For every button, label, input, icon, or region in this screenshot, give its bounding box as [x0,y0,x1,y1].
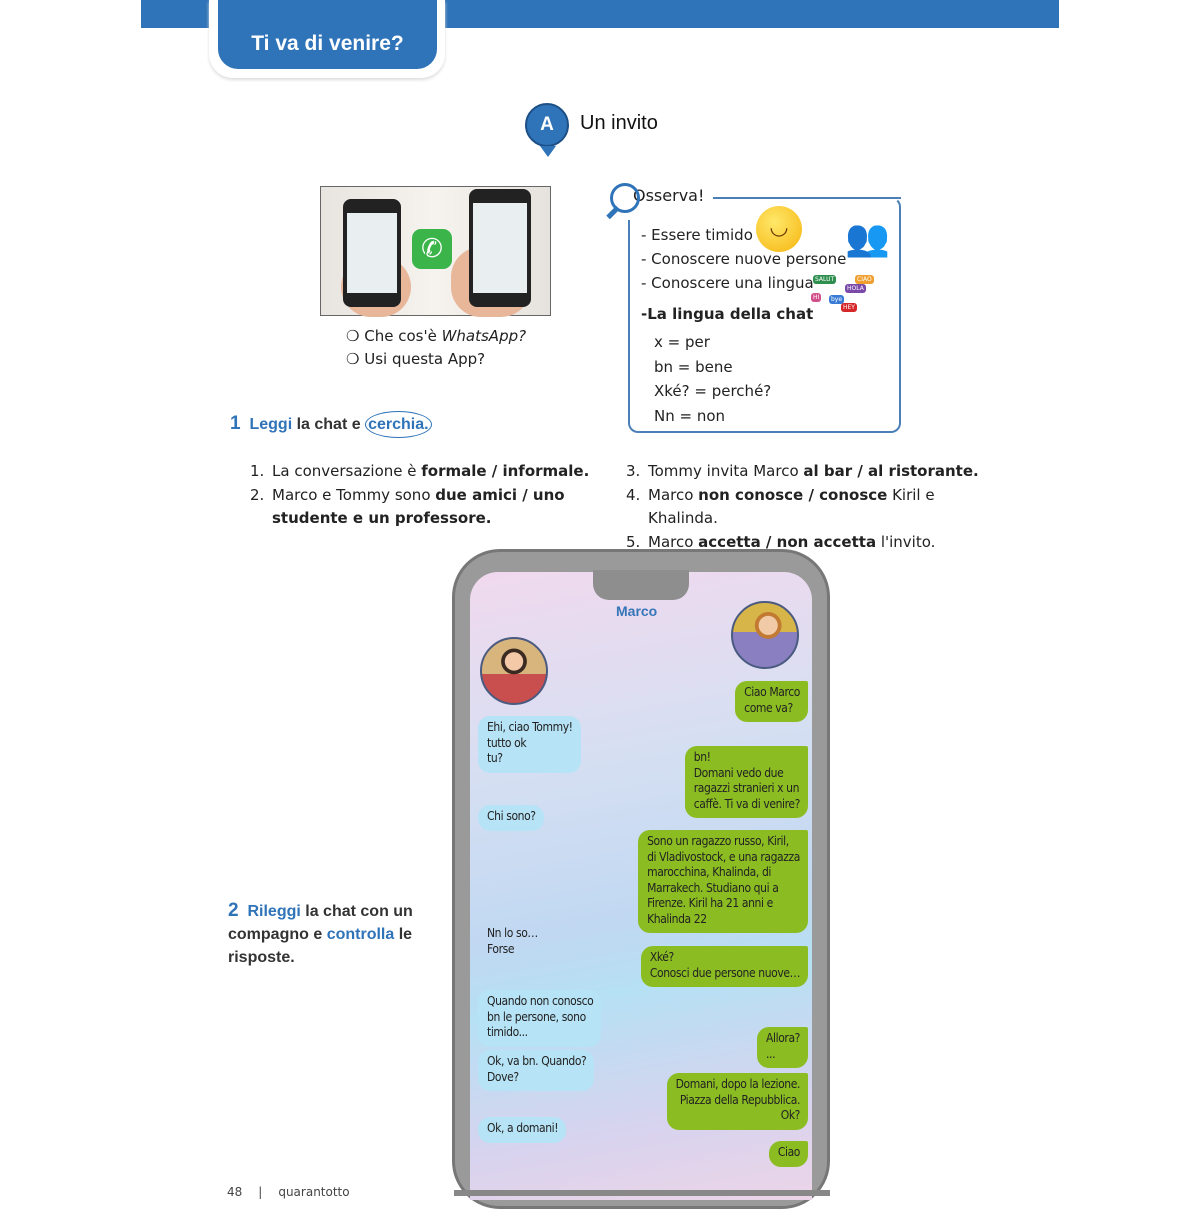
footer-separator: | [258,1185,263,1199]
instruction-text: la chat e [292,416,366,433]
osserva-box [628,197,901,433]
instruction-verb: Leggi [249,416,293,433]
whatsapp-icon: ✆ [412,229,452,269]
phone-notch [593,570,689,600]
chat-message-outgoing: Allora? ... [757,1027,808,1068]
chat-message-outgoing: Domani, dopo la lezione. Piazza della Re… [666,1073,808,1130]
phone-left [343,199,401,307]
chat-message-incoming: Ok, va bn. Quando? Dove? [478,1050,595,1091]
choice-options[interactable]: due amici / uno studente e un professore… [272,485,565,528]
exercise-number: 1 [230,413,241,434]
chat-message-outgoing: Xké? Conosci due persone nuove… [640,946,808,987]
choice-options[interactable]: al bar / al ristorante. [803,462,979,480]
smiley-icon: ◡ [756,206,802,252]
osserva-subtitle: -La lingua della chat [641,305,814,323]
abbreviation: Xké? = perché? [654,382,772,400]
chat-message-incoming: Ehi, ciao Tommy! tutto ok tu? [478,716,581,773]
instruction-verb-circled: cerchia. [365,411,432,438]
tommy-avatar [480,637,548,705]
choice-options[interactable]: non conosce / conosce [698,485,888,504]
chat-message-outgoing: bn! Domani vedo due ragazzi stranieri x … [684,746,808,818]
choice-options[interactable]: formale / informale. [421,462,590,480]
instruction-text: le risposte. [228,926,413,966]
phones-photo: ✆ [320,186,551,317]
page-footer: 48 | quarantotto [227,1185,350,1199]
section-badge-pointer [540,146,556,157]
page-number-word: quarantotto [278,1185,350,1199]
page-number: 48 [227,1185,243,1199]
exercise-1-instruction: 1 Leggi la chat e cerchia. [230,411,432,438]
exercise-item: 4.Marco non conosce / conosce Kiril e Kh… [626,485,935,528]
chat-message-incoming: Quando non conosco bn le persone, sono t… [478,990,602,1047]
exercise-item: 2.Marco e Tommy sono due amici / uno stu… [250,485,565,528]
question-item: ❍ Usi questa App? [346,350,486,368]
choice-options[interactable]: accetta / non accetta [698,532,877,551]
unit-title: Ti va di venire? [218,0,437,69]
osserva-title: Osserva! [633,186,705,205]
phone-bottom-edge [454,1190,830,1196]
warmup-questions: ❍ Che cos'è WhatsApp? ❍ Usi questa App? [346,325,526,371]
abbreviation-list: x = per bn = bene Xké? = perché? Nn = no… [654,330,771,428]
exercise-2-instruction: 2 Rileggi la chat con un compagno e cont… [228,899,428,969]
osserva-top-border [713,197,901,199]
osserva-item: - Conoscere una lingua [641,274,814,292]
osserva-item: - Essere timido [641,226,753,244]
chat-message-incoming: Ok, a domani! [478,1117,567,1143]
chat-message-outgoing: Sono un ragazzo russo, Kiril, di Vladivo… [638,830,808,933]
chat-message-outgoing: Ciao [768,1141,808,1167]
osserva-item: - Conoscere nuove persone [641,250,847,268]
section-title: Un invito [580,112,658,134]
question-item: ❍ Che cos'è WhatsApp? [346,327,527,345]
abbreviation: Nn = non [654,406,726,425]
chat-message-incoming: Nn lo so… Forse [487,926,538,956]
phone-right [469,189,531,307]
exercise-item: 1.La conversazione è formale / informale… [250,462,590,480]
osserva-list: - Essere timido - Conoscere nuove person… [641,223,846,295]
exercise-1-items-left: 1.La conversazione è formale / informale… [250,460,590,531]
marco-avatar [731,601,799,669]
abbreviation: bn = bene [654,357,733,376]
instruction-verb: controlla [326,926,395,943]
exercise-item: 3.Tommy invita Marco al bar / al ristora… [626,462,979,480]
exercise-number: 2 [228,900,239,921]
chat-contact-name: Marco [616,603,658,619]
exercise-item: 5.Marco accetta / non accetta l'invito. [626,532,936,551]
language-bubbles-icon: SALUT HOLA HI bye HEY CIAO [811,275,874,312]
handshake-people-icon: 👥 [845,218,890,259]
chat-message-incoming: Chi sono? [478,805,544,831]
chat-message-outgoing: Ciao Marco come va? [735,681,808,722]
exercise-1-items-right: 3.Tommy invita Marco al bar / al ristora… [626,460,986,554]
instruction-text: la chat con un compagno e [228,903,413,943]
instruction-verb: Rileggi [247,903,301,920]
magnifier-icon [610,183,640,213]
abbreviation: x = per [654,333,710,351]
section-badge: A [525,103,569,147]
